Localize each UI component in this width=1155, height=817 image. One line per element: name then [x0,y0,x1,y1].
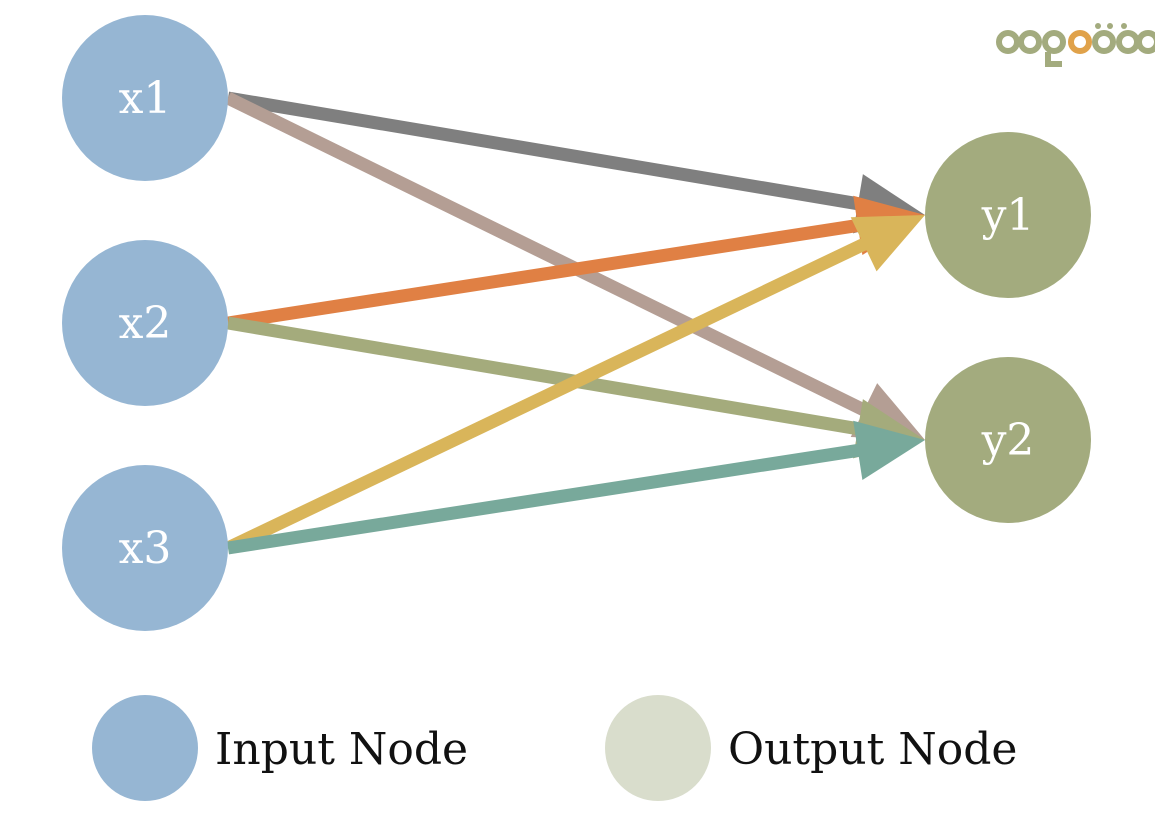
edge-line-x1-y2 [225,92,871,418]
edge-line-x3-y1 [225,236,871,554]
node-y2: y2 [925,357,1091,523]
node-circle-x2 [62,240,228,406]
legend-input-label: Input Node [215,724,468,775]
arrowhead-x3-y1 [850,215,925,272]
node-y1: y1 [925,132,1091,298]
legend-output-label: Output Node [728,724,1017,775]
node-circle-y1 [925,132,1091,298]
edges-layer [225,91,925,555]
node-label-y2: y2 [981,415,1035,466]
edge-line-x1-y1 [226,91,863,211]
node-label-x2: x2 [119,298,172,349]
nodes-layer: x1 x2 x3 y1 y2 [62,15,1091,631]
edge-x3-y2 [227,420,925,555]
edge-x3-y1 [225,215,925,554]
legend: Input Node Output Node [92,695,1017,801]
edge-line-x3-y2 [227,443,863,555]
node-label-y1: y1 [981,190,1035,241]
node-label-x3: x3 [119,523,172,574]
node-x3: x3 [62,465,228,631]
arrowhead-x3-y2 [853,420,925,481]
edge-line-x2-y2 [226,316,863,436]
edge-x1-y1 [226,91,925,234]
node-x2: x2 [62,240,228,406]
node-circle-x1 [62,15,228,181]
legend-output-swatch [605,695,711,801]
edge-line-x2-y1 [227,218,863,330]
node-label-x1: x1 [119,73,172,124]
legend-input-swatch [92,695,198,801]
node-circle-y2 [925,357,1091,523]
node-x1: x1 [62,15,228,181]
watermark-logo-icon [996,23,1155,67]
node-circle-x3 [62,465,228,631]
